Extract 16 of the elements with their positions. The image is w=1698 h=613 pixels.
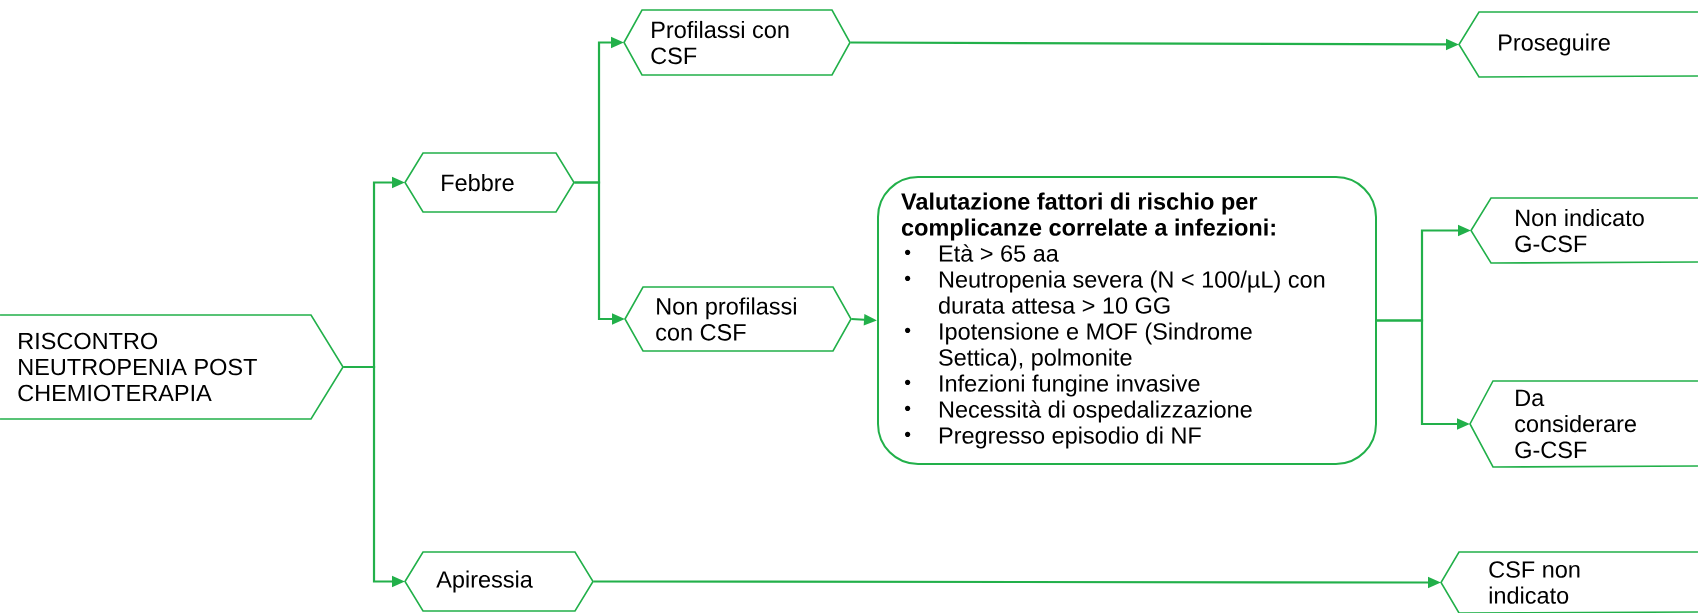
chevron-box: Da considerare G-CSF — [1469, 380, 1698, 468]
list-item: Pregresso episodio di NF — [905, 426, 1201, 449]
chevron-box: Febbre — [404, 152, 575, 213]
list-item: Ipotensione e MOF (Sindrome Settica), polmonite — [905, 322, 1252, 371]
chevron-box: RISCONTRO NEUTROPENIA POST CHEMIOTERAPIA — [0, 314, 344, 420]
chevron-box: Profilassi con CSF — [623, 9, 851, 76]
chevron-box: Non profilassi con CSF — [624, 286, 852, 352]
list-item: Necessità di ospedalizzazione — [905, 400, 1252, 423]
chevron-box: Non indicato G-CSF — [1470, 197, 1698, 264]
list-item: Neutropenia severa (N < 100/µL) con durata attesa > 10 GG — [905, 270, 1325, 314]
rounded-box: Valutazione fattori di rischio per complicanze correlate a infezioni: Età > 65 aa Neutropenia severa (N < 100/µL) con durata attesa > 10 GG Ipotensione e MOF (Sindrome Settica), polmonite Infezioni fungine invasive Necessità di ospedalizzazione Pregresso episodio di NF — [877, 176, 1377, 465]
chevron-box: Proseguire — [1458, 11, 1698, 78]
list-item: Infezioni fungine invasive — [905, 374, 1200, 397]
chevron-box: Apiressia — [404, 551, 594, 612]
chevron-box: CSF non indicato — [1440, 551, 1698, 613]
list-item: Età > 65 aa — [905, 244, 1059, 262]
